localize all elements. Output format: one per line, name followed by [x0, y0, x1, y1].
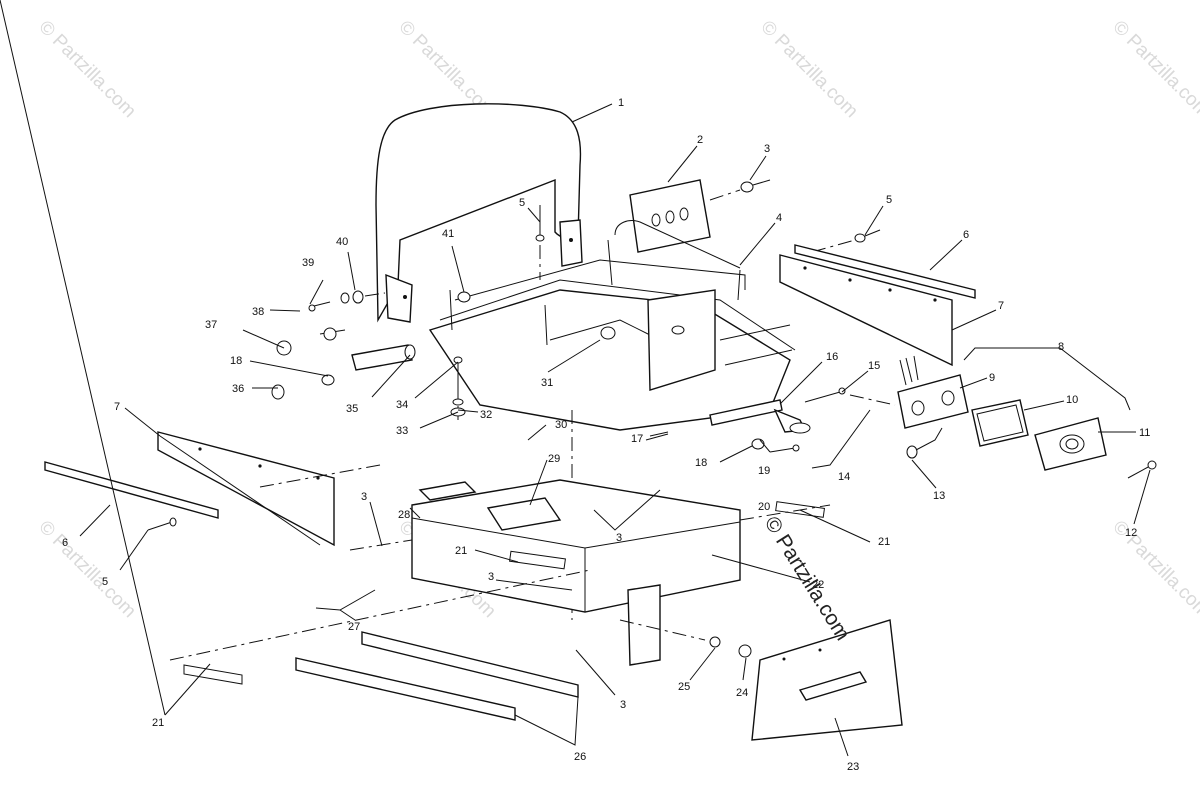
callout-25: 25 — [678, 681, 690, 693]
callout-3: 3 — [620, 699, 626, 711]
callout-21: 21 — [152, 717, 164, 729]
tail-light-lens-part — [1034, 417, 1107, 471]
backrest-part — [375, 103, 583, 323]
reflector-strip-left-part — [183, 664, 243, 685]
storage-box-part — [411, 479, 741, 666]
bulb-part — [906, 427, 943, 459]
watermark-top-left: © Partzilla.com — [34, 17, 139, 122]
watermark-main: © Partzilla.com — [760, 512, 854, 644]
screw-12-part — [1127, 460, 1157, 479]
callout-30: 30 — [555, 419, 567, 431]
callout-5: 5 — [886, 194, 892, 206]
callout-34: 34 — [396, 399, 408, 411]
callout-12: 12 — [1125, 527, 1137, 539]
reference-lines — [169, 394, 896, 661]
callout-10: 10 — [1066, 394, 1078, 406]
callout-37: 37 — [205, 319, 217, 331]
callout-33: 33 — [396, 425, 408, 437]
callout-11: 11 — [1139, 427, 1150, 439]
callout-19: 19 — [758, 465, 770, 477]
callout-41: 41 — [442, 228, 454, 240]
bracket-plate-part — [629, 179, 711, 253]
tail-light-gasket-part — [971, 399, 1029, 447]
callout-3: 3 — [488, 571, 494, 583]
screw-part — [535, 205, 545, 280]
callout-31: 31 — [541, 377, 553, 389]
callout-29: 29 — [548, 453, 560, 465]
callout-35: 35 — [346, 403, 358, 415]
callout-14: 14 — [838, 471, 850, 483]
side-panel-left-part — [157, 431, 335, 547]
callout-7: 7 — [998, 300, 1004, 312]
callout-36: 36 — [232, 383, 244, 395]
screw-5-left-part — [147, 517, 177, 531]
side-panel-right-part — [779, 254, 953, 367]
callout-21: 21 — [455, 545, 467, 557]
callout-39: 39 — [302, 257, 314, 269]
side-rail-right-part — [794, 244, 976, 299]
callout-6: 6 — [62, 537, 68, 549]
nut-33-part — [450, 398, 466, 417]
callout-22: 22 — [812, 579, 824, 591]
callout-3: 3 — [361, 491, 367, 503]
light-bracket-part — [709, 399, 811, 434]
callout-9: 9 — [989, 372, 995, 384]
callout-6: 6 — [963, 229, 969, 241]
callout-18: 18 — [695, 457, 707, 469]
callout-3: 3 — [616, 532, 622, 544]
bolt-15-part — [804, 387, 846, 403]
callout-15: 15 — [868, 360, 880, 372]
callout-26: 26 — [574, 751, 586, 763]
nut-36-part — [271, 384, 285, 400]
callout-5: 5 — [102, 576, 108, 588]
callout-32: 32 — [480, 409, 492, 421]
callout-16: 16 — [826, 351, 838, 363]
screw-part-right — [811, 229, 881, 253]
washer-39-40-part — [340, 290, 386, 304]
callout-4: 4 — [776, 212, 782, 224]
callout-labels: 1 2 3 4 5 5 6 7 8 9 10 11 12 13 14 15 16… — [62, 97, 1150, 773]
bolt-19-part — [769, 444, 800, 453]
callout-7: 7 — [114, 401, 120, 413]
callout-2: 2 — [697, 134, 703, 146]
watermark-bottom-left: © Partzilla.com — [34, 517, 139, 622]
spacer-35-part — [351, 344, 416, 371]
callout-24: 24 — [736, 687, 748, 699]
callout-3: 3 — [764, 143, 770, 155]
mud-flap-part — [751, 619, 903, 741]
rack-frame-part — [428, 220, 796, 431]
watermark-top-right-center: © Partzilla.com — [756, 17, 861, 122]
callout-18: 18 — [230, 355, 242, 367]
side-rail-left-part — [44, 461, 219, 519]
bolt-34-part — [453, 356, 463, 390]
callout-27: 27 — [348, 621, 360, 633]
callout-40: 40 — [336, 236, 348, 248]
bushing-31-part — [600, 326, 616, 340]
fastener-24-25-part — [619, 619, 752, 658]
callout-5: 5 — [519, 197, 525, 209]
callout-8: 8 — [1058, 341, 1064, 353]
watermark-bottom-right: © Partzilla.com — [1108, 517, 1200, 622]
tail-light-base-part — [897, 355, 969, 429]
callout-38: 38 — [252, 306, 264, 318]
callout-28: 28 — [398, 509, 410, 521]
bolt-38-part — [308, 301, 346, 341]
pin-17-part — [649, 431, 669, 437]
watermark-top-right: © Partzilla.com — [1108, 17, 1200, 122]
leader-lines — [0, 0, 1151, 757]
bushing-41-part — [457, 291, 471, 303]
callout-21: 21 — [878, 536, 890, 548]
callout-23: 23 — [847, 761, 859, 773]
callout-13: 13 — [933, 490, 945, 502]
runner-part — [295, 631, 579, 721]
callout-20: 20 — [758, 501, 770, 513]
nut-part — [709, 179, 771, 201]
callout-17: 17 — [631, 433, 643, 445]
callout-1: 1 — [618, 97, 624, 109]
